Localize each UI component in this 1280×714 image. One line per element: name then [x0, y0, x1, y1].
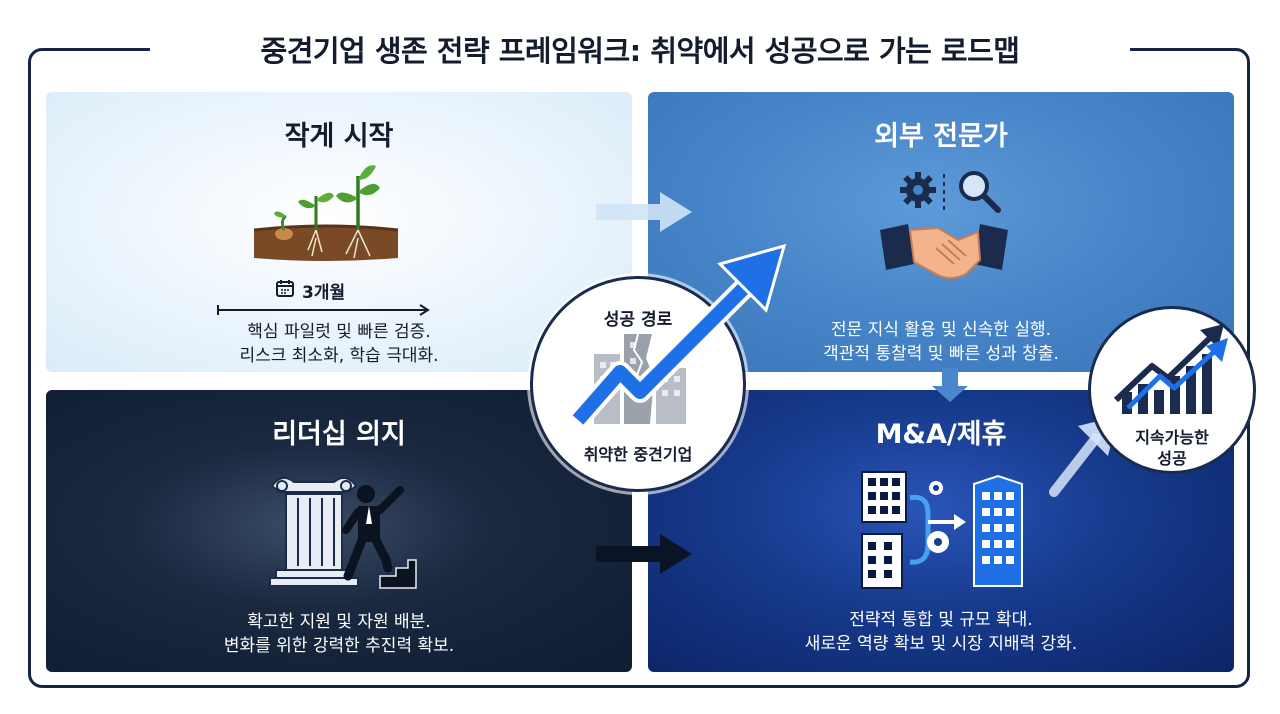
connector-arrow-top	[596, 192, 692, 232]
magnifier-icon	[959, 171, 1001, 213]
connector-arrow-bottom	[596, 534, 692, 574]
panel-desc-external-experts-2: 객관적 통찰력 및 빠른 성과 창출.	[823, 344, 1059, 364]
gear-icon	[900, 172, 936, 208]
handshake-icon	[880, 224, 1008, 279]
seedling-icon	[253, 165, 399, 261]
panel-desc-leadership-2: 변화를 위한 강력한 추진력 확보.	[223, 636, 455, 656]
calendar-icon	[276, 280, 294, 297]
goal-label: 지속가능한 성공	[1091, 427, 1253, 469]
panel-title-ma-alliance: M&A/제휴	[875, 419, 1007, 450]
panel-ma-alliance: M&A/제휴 전략적 통합 및 규모 확대. 새로운 역량 확보	[648, 390, 1234, 672]
page-title: 중견기업 생존 전략 프레임워크: 취약에서 성공으로 가는 로드맵	[150, 28, 1130, 74]
climbing-person-icon	[342, 485, 417, 589]
panel-start-small: 작게 시작 3개월 핵심 파일럿 및 빠른 검증. 리스크 최소화, 학습 극대…	[46, 92, 632, 372]
goal-label-line2: 성공	[1157, 449, 1187, 468]
panel-leadership: 리더십 의지 확고한 지원 및 자원 배분. 변화를 위한 강력한 추진력 확보…	[46, 390, 632, 672]
panel-desc-ma-alliance-1: 전략적 통합 및 규모 확대.	[849, 610, 1033, 630]
dashed-divider	[943, 174, 945, 214]
panel-desc-start-small-1: 핵심 파일럿 및 빠른 검증.	[247, 322, 431, 342]
connector-arrow-down	[932, 368, 968, 402]
bar-chart-icon	[1113, 324, 1228, 414]
panel-desc-leadership-1: 확고한 지원 및 자원 배분.	[247, 612, 431, 632]
panel-desc-start-small-2: 리스크 최소화, 학습 극대화.	[239, 346, 439, 366]
panel-desc-ma-alliance-2: 새로운 역량 확보 및 시장 지배력 강화.	[804, 634, 1078, 654]
timeline-arrow	[217, 304, 430, 316]
hub-origin-label: 취약한 중견기업	[583, 445, 693, 464]
duration-label: 3개월	[302, 283, 346, 303]
hub-path-label: 성공 경로	[603, 310, 673, 330]
goal-label-line1: 지속가능한	[1135, 428, 1209, 447]
building-icon	[861, 471, 1023, 589]
panel-title-external-experts: 외부 전문가	[874, 121, 1008, 152]
panel-title-leadership: 리더십 의지	[272, 419, 406, 450]
pillar-icon	[269, 476, 359, 587]
growth-arrow-icon	[569, 243, 787, 428]
panel-desc-external-experts-1: 전문 지식 활용 및 신속한 실행.	[830, 320, 1052, 340]
panel-title-start-small: 작게 시작	[284, 121, 394, 152]
